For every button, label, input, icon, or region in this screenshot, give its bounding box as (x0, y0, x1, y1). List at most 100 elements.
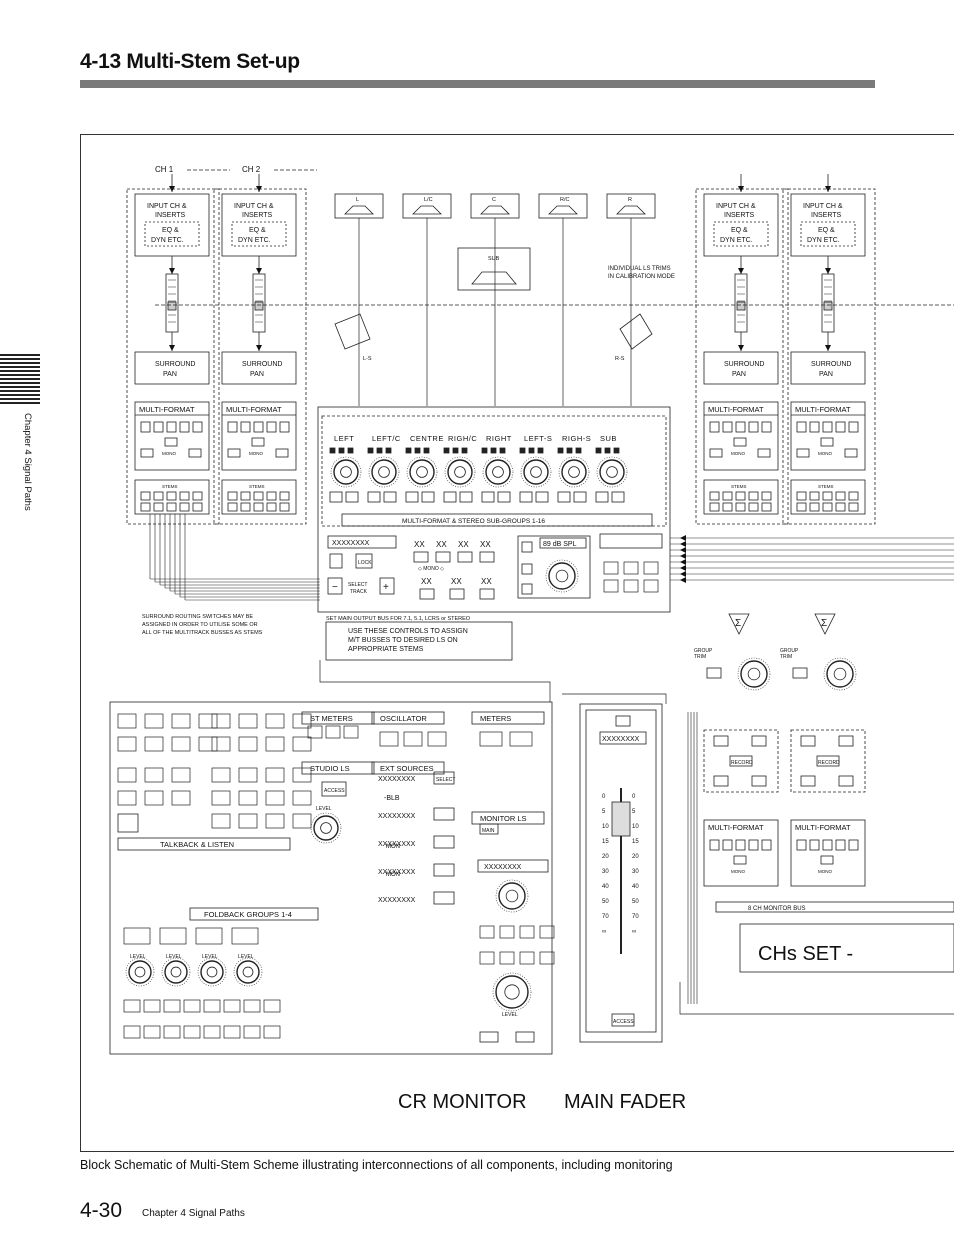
dyn-text: DYN ETC. (151, 237, 184, 244)
bus-arrow (680, 547, 686, 553)
select-button (433, 835, 455, 849)
main-fader-button (615, 715, 631, 727)
ls-trims-note: INDIVIDUAL LS TRIMS (608, 266, 671, 272)
fader-scale-right: 40 (632, 884, 639, 890)
xx-display (327, 535, 397, 549)
stem-button (822, 491, 833, 501)
stems-panel (790, 479, 866, 515)
spl-button (521, 541, 533, 553)
cr-section-header (371, 711, 445, 725)
foldback-route-button (223, 1025, 241, 1039)
monitor-button (539, 951, 555, 965)
cr-section-header (471, 711, 545, 725)
main-fader-display-text: XXXXXXXX (602, 736, 640, 743)
subgroup-button (535, 491, 549, 503)
format-small-button (709, 448, 723, 458)
cr-section-label: STUDIO LS (310, 764, 350, 773)
subgroup-label: CENTRE (410, 434, 444, 443)
fader-scale-left: 0 (602, 794, 606, 800)
chs-set-box (739, 923, 954, 973)
stem-button (761, 502, 772, 512)
monitor-multiformat-panel (790, 819, 866, 887)
foldback-knob-cap (170, 966, 182, 978)
input-ch-text: INSERTS (155, 212, 186, 219)
format-button (822, 839, 833, 851)
multiformat-label: MULTI-FORMAT (795, 405, 851, 414)
cr-section-label: METERS (480, 714, 511, 723)
surround-pan-text: PAN (250, 371, 264, 378)
subgroup-label: SUB (600, 434, 617, 443)
subgroup-button (519, 491, 533, 503)
strip-arrow (256, 268, 262, 274)
subgroup-button (573, 491, 587, 503)
surround-pan-text: SURROUND (242, 361, 282, 368)
input-ch-text: INPUT CH & (716, 203, 756, 210)
stems-panel (221, 479, 297, 515)
main-bus-note: SET MAIN OUTPUT BUS FOR 7.1, 5.1, LCRS o… (326, 616, 471, 622)
subgroup-button (611, 491, 625, 503)
input-ch-text: INSERTS (811, 212, 842, 219)
record-button (751, 775, 767, 787)
spl-button (521, 583, 533, 595)
bus-arrow (680, 535, 686, 541)
subgroup-button (497, 491, 511, 503)
subgroup-label: RIGH-S (562, 434, 591, 443)
cr-button (144, 767, 164, 783)
foldback-route-button (163, 1025, 181, 1039)
foldback-route-button (163, 999, 181, 1013)
stem-button (227, 491, 238, 501)
dyn-text: DYN ETC. (238, 237, 271, 244)
group-trim-knob-cap (747, 667, 761, 681)
stems-panel (703, 479, 779, 515)
subgroup-knob (523, 459, 549, 485)
record-button (838, 735, 854, 747)
subgroup-led (490, 447, 497, 454)
mon-ls-display (477, 859, 549, 873)
cr-button (117, 736, 137, 752)
mono-button (820, 437, 834, 447)
subgroup-button (595, 491, 609, 503)
format-button (835, 421, 846, 433)
input-ch-text: INPUT CH & (803, 203, 843, 210)
cut-button (515, 1031, 535, 1043)
spl-text: 89 dB SPL (543, 541, 577, 548)
cr-button (238, 736, 258, 752)
figure-caption: Block Schematic of Multi-Stem Scheme ill… (80, 1158, 673, 1172)
speaker-icon (344, 205, 374, 215)
stem-button (279, 502, 290, 512)
stem-button (796, 502, 807, 512)
st-meter-button (325, 725, 341, 739)
monitor-bus-label: 8 CH MONITOR BUS (748, 906, 806, 912)
format-small-button (275, 448, 289, 458)
bus-arrow (680, 553, 686, 559)
stem-button (266, 502, 277, 512)
fader-scale-right: 20 (632, 854, 639, 860)
xx-label: XX (451, 577, 462, 586)
diagram-frame (80, 134, 954, 1152)
cr-button (265, 767, 285, 783)
foldback-button (123, 927, 151, 945)
subgroup-led (367, 447, 374, 454)
fader-scale-left: 15 (602, 839, 609, 845)
level-label: LEVEL (202, 954, 218, 960)
stem-button (709, 491, 720, 501)
dyn-text: DYN ETC. (720, 237, 753, 244)
fader-scale-left: 20 (602, 854, 609, 860)
cr-button (144, 790, 164, 806)
multiformat-label: MULTI-FORMAT (139, 405, 195, 414)
stem-button (179, 491, 190, 501)
surround-pan-box (790, 351, 866, 385)
blb-label: -BLB (384, 795, 400, 802)
cr-button (211, 767, 231, 783)
feedback-line (319, 660, 551, 702)
strip-arrow (169, 345, 175, 351)
subgroup-led (575, 447, 582, 454)
stem-button (192, 502, 203, 512)
strip-arrow (169, 268, 175, 274)
subgroup-led (528, 447, 535, 454)
cr-button (117, 713, 137, 729)
bus-arrow (680, 559, 686, 565)
main-fader-display (599, 731, 647, 745)
subgroup-led (347, 447, 354, 454)
monitor-button (519, 951, 535, 965)
